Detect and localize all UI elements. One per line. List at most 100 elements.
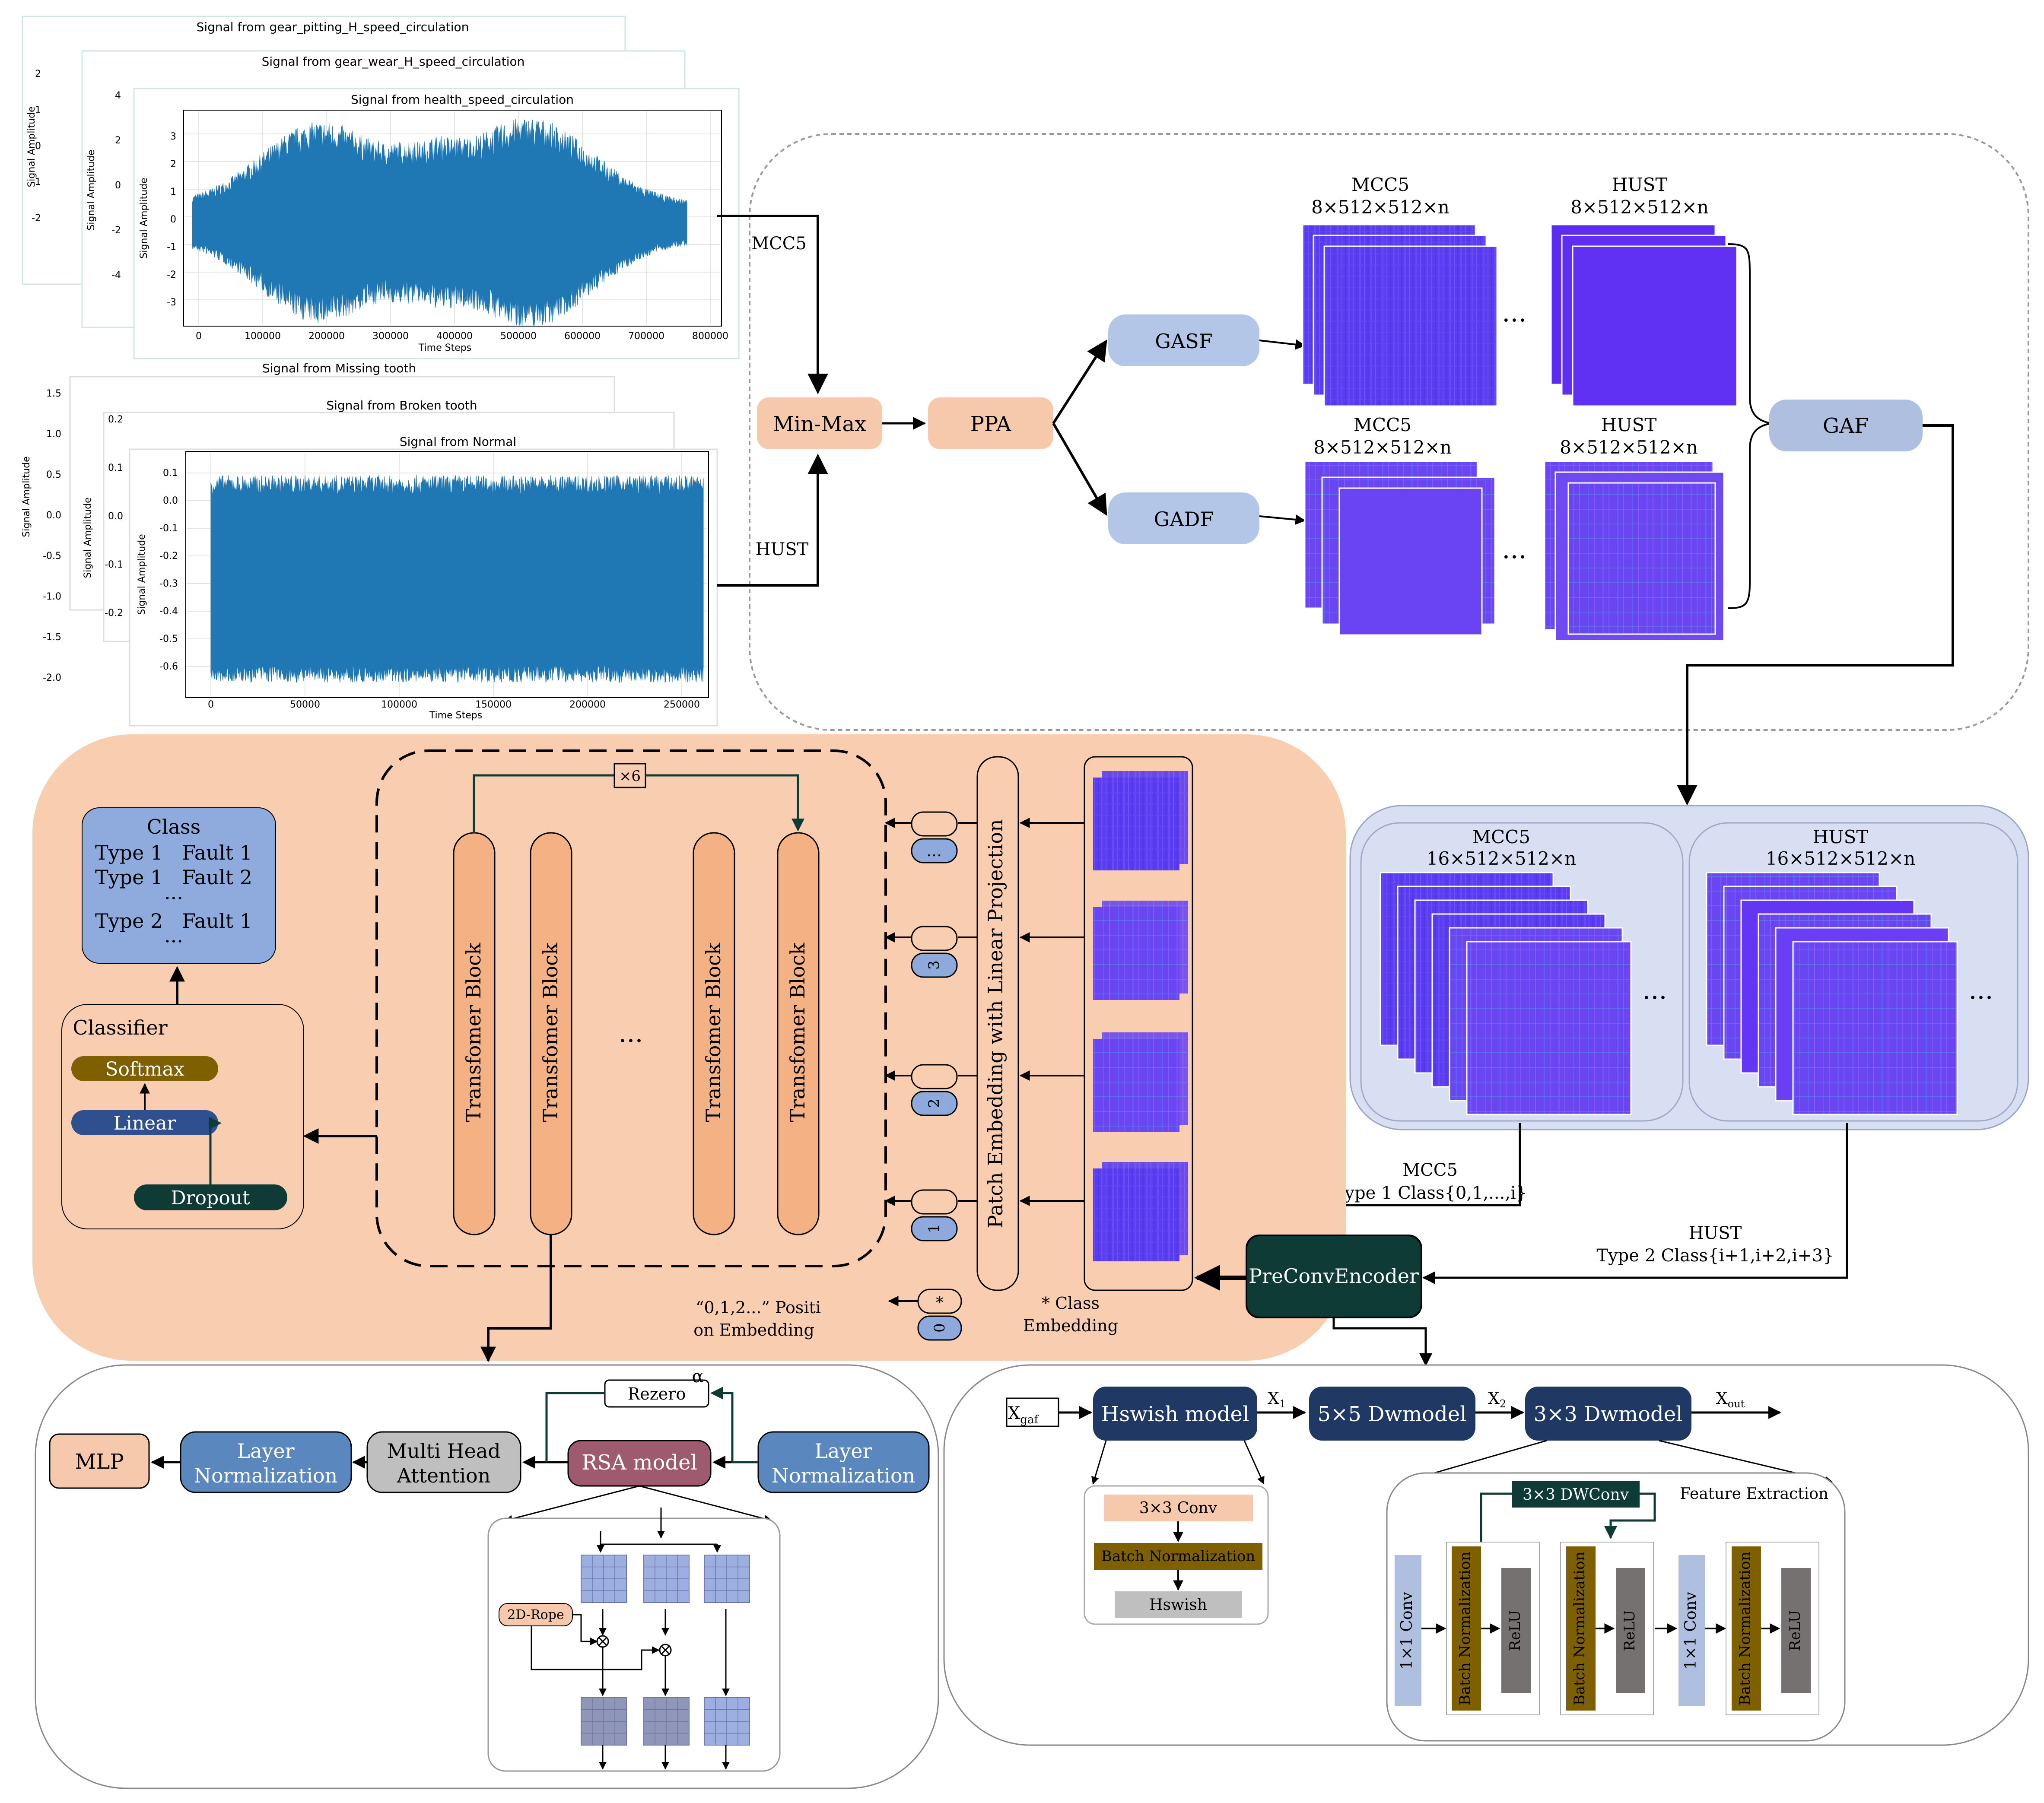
minmax-box — [757, 397, 882, 449]
gasf-mcc5-shape: 8×512×512×n — [1311, 197, 1450, 218]
dropout-label: Dropout — [171, 1187, 250, 1209]
y-axis-label: Signal Amplitude — [137, 534, 147, 615]
gasf-hust-shape: 8×512×512×n — [1570, 197, 1709, 218]
token-index: 1 — [925, 1224, 943, 1233]
dwconv-label: 3×3 DWConv — [1523, 1486, 1629, 1504]
conv1-block — [1678, 1555, 1705, 1706]
class-item: Type 1 Fault 1 — [95, 841, 252, 864]
bn-box — [1094, 1543, 1262, 1570]
transformer-detail-panel — [35, 1364, 939, 1789]
relu-block — [1781, 1568, 1811, 1693]
gadf-mcc5-stack: MCC5 8×512×512×n — [1304, 414, 1496, 636]
ytick: 0.0 — [108, 511, 123, 522]
ppa-label: PPA — [970, 412, 1012, 436]
gasf-box — [1108, 314, 1259, 366]
ytick: -3 — [167, 297, 176, 308]
stacked-hust-images — [1706, 872, 1958, 1115]
xtick: 50000 — [290, 699, 320, 710]
xgaf-label: Xgaf — [1008, 1403, 1039, 1426]
signal-plots-top: Signal from gear_pitting_H_speed_circula… — [22, 16, 740, 359]
token-index: 3 — [925, 960, 943, 970]
rsa-attention-grids — [581, 1555, 750, 1746]
ytick: 2 — [115, 135, 121, 146]
patch-images — [1093, 771, 1188, 1261]
ytick: -1 — [167, 242, 176, 253]
gadf-mcc5-name: MCC5 — [1354, 414, 1411, 435]
token-index: … — [926, 842, 942, 860]
mlp-label: MLP — [75, 1450, 124, 1474]
x1-label: X1 — [1268, 1389, 1286, 1410]
ytick: -0.5 — [159, 634, 178, 644]
xtick: 0 — [196, 331, 202, 342]
transformer-block-label: Transfomer Block — [786, 942, 809, 1122]
transformer-block-label: Transfomer Block — [462, 942, 485, 1122]
xtick: 800000 — [692, 331, 728, 342]
xtick: 150000 — [475, 699, 512, 710]
encoder-mcc5-class: Type 1 Class{0,1,...,i} — [1333, 1183, 1527, 1203]
embedding-tokens: … 3 2 1 * 0 — [911, 811, 962, 1341]
gasf-hust-name: HUST — [1612, 174, 1668, 195]
ytick: 1.0 — [46, 429, 61, 440]
plot-title-gear-pitting: Signal from gear_pitting_H_speed_circula… — [197, 20, 469, 34]
y-axis-label: Signal Amplitude — [86, 149, 97, 230]
class-item: ··· — [164, 930, 183, 953]
ytick: 0.1 — [163, 468, 178, 479]
layer-norm-1-label: Normalization — [194, 1464, 338, 1487]
relu-label: ReLU — [1621, 1610, 1638, 1651]
layer-norm-2-label: Normalization — [772, 1464, 916, 1487]
blocks-ellipsis: ··· — [618, 1026, 643, 1056]
gasf-hust-stack: HUST 8×512×512×n — [1550, 174, 1738, 407]
mlp-box — [49, 1433, 150, 1489]
ytick: -2 — [167, 270, 176, 280]
x-axis-label: Time Steps — [418, 343, 471, 353]
softmax-label: Softmax — [105, 1058, 184, 1080]
layer-norm-1-label: Layer — [237, 1439, 294, 1463]
stacked-mcc5-ellipsis: ··· — [1642, 983, 1667, 1013]
plot-title-broken-tooth: Signal from Broken tooth — [326, 398, 477, 413]
ytick: -0.5 — [43, 551, 61, 562]
x-axis-label: Time Steps — [429, 710, 482, 721]
patch-embedding-label: Patch Embedding with Linear Projection — [984, 819, 1007, 1228]
ytick: 0.0 — [46, 510, 61, 521]
cls-index: 0 — [931, 1323, 948, 1333]
position-embedding-label-2: on Embedding — [693, 1321, 814, 1340]
stacked-hust-name: HUST — [1813, 826, 1869, 848]
ytick: 0.1 — [108, 463, 123, 473]
xtick: 100000 — [245, 331, 281, 342]
hust-input-label: HUST — [756, 540, 809, 559]
softmax-box — [71, 1056, 218, 1081]
ytick: 0.0 — [163, 495, 178, 506]
repeat-label: ×6 — [619, 768, 641, 785]
gasf-ellipsis: ··· — [1502, 305, 1526, 336]
encoder-hust-label: HUST — [1689, 1223, 1742, 1243]
transformer-block-label: Transfomer Block — [539, 942, 562, 1122]
dwconv-box — [1512, 1481, 1640, 1508]
gadf-hust-shape: 8×512×512×n — [1560, 437, 1698, 458]
ytick: -0.4 — [159, 606, 178, 617]
xtick: 700000 — [628, 331, 664, 342]
bn-label: Batch Normalization — [1101, 1548, 1256, 1565]
transformer-block-label: Transfomer Block — [702, 942, 725, 1122]
patch-embedding-box — [976, 756, 1019, 1291]
ytick: 0 — [115, 180, 121, 191]
signal-waveform-health — [192, 119, 687, 327]
conv1-label: 1×1 Conv — [1682, 1591, 1700, 1670]
plot-title-missing-tooth: Signal from Missing tooth — [262, 361, 416, 375]
ytick: 0 — [170, 214, 176, 225]
encoder-mcc5-label: MCC5 — [1402, 1160, 1458, 1180]
ytick: 0.2 — [108, 414, 123, 425]
linear-label: Linear — [114, 1112, 177, 1134]
transformer-blocks: Transfomer Block Transfomer Block Transf… — [453, 832, 820, 1235]
ytick: 0 — [35, 141, 41, 152]
bn-block — [1732, 1546, 1761, 1711]
class-output-box — [82, 807, 276, 964]
dw5-model-box — [1309, 1387, 1475, 1441]
conv1-block — [1395, 1555, 1421, 1706]
stacked-hust-shape: 16×512×512×n — [1766, 848, 1915, 869]
ytick: -4 — [111, 270, 121, 281]
gadf-label: GADF — [1154, 508, 1214, 531]
ytick: -0.1 — [105, 559, 123, 570]
gadf-hust-stack: HUST 8×512×512×n — [1544, 414, 1725, 641]
bn-block-label: Batch Normalization — [1736, 1552, 1754, 1706]
stacked-hust-ellipsis: ··· — [1968, 983, 1993, 1013]
